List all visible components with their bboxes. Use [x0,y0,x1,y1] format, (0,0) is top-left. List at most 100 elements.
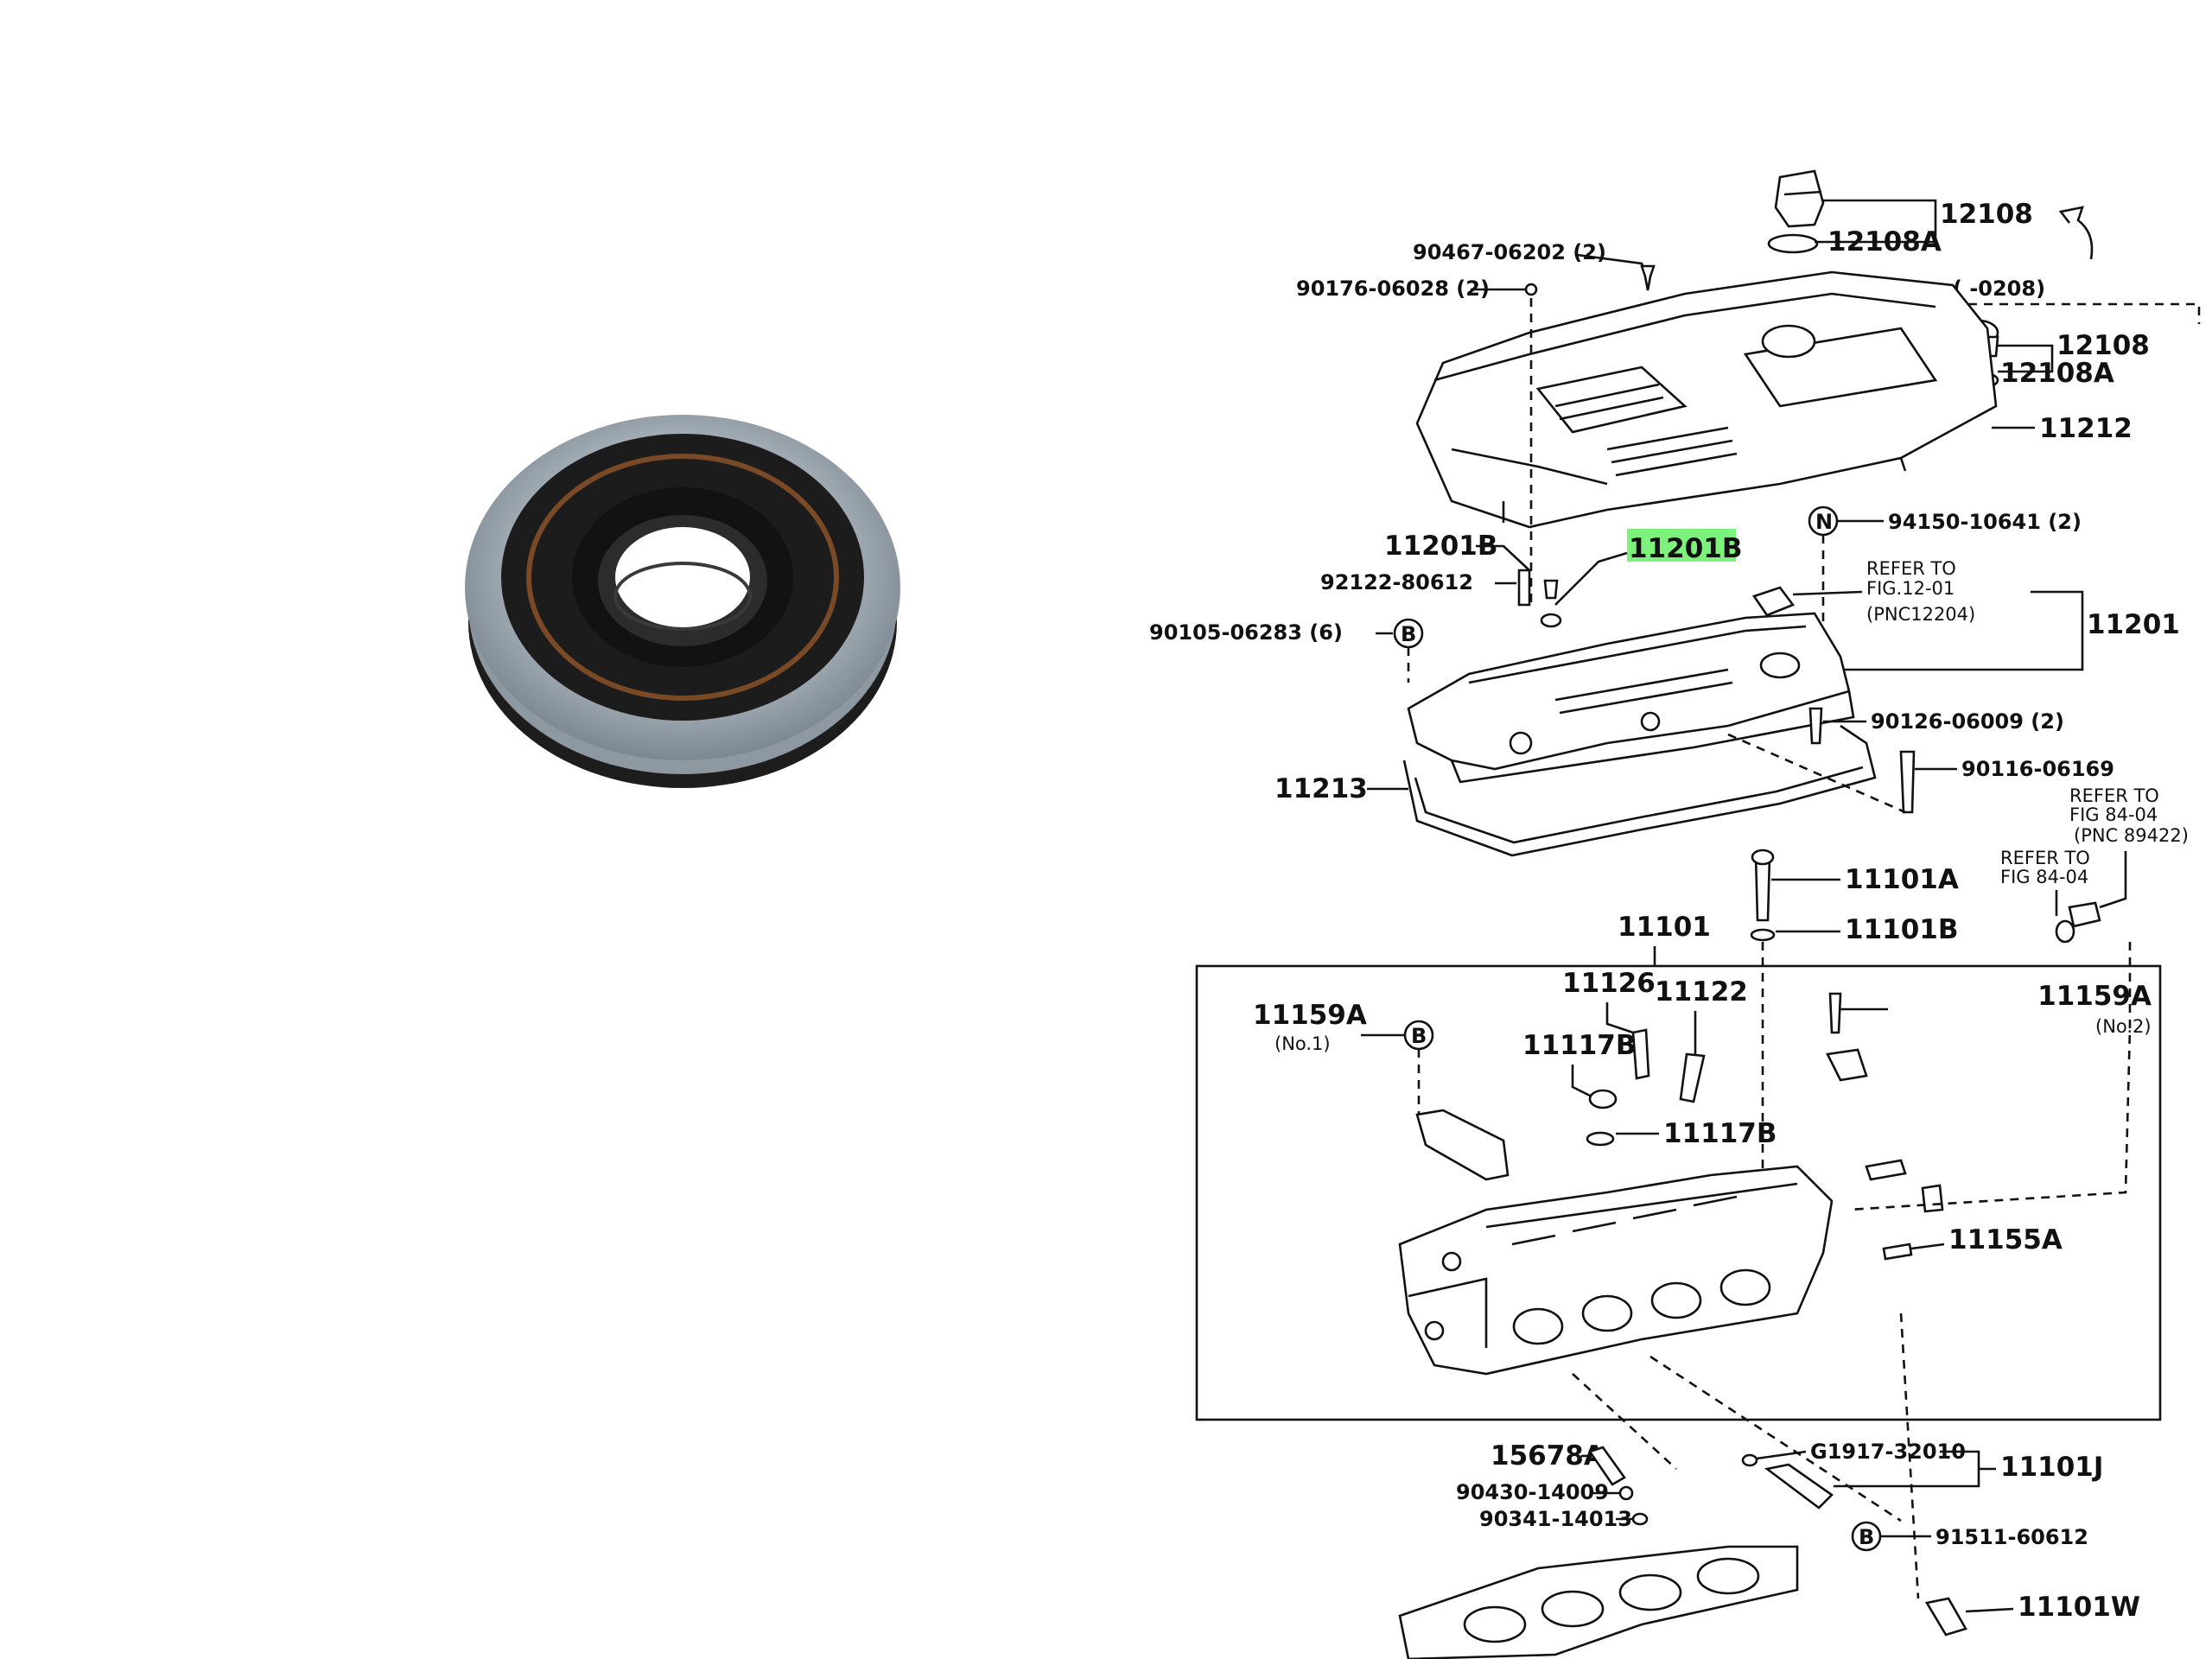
label-11101b: 11101B [1845,914,1958,945]
label-12108a-top: 12108A [1827,226,1942,257]
highlight-box [1627,529,1736,562]
label-90126: 90126-06009 (2) [1871,709,2064,734]
cylinder-head-box [1195,964,2162,1421]
label-11117b-top: 11117B [1522,1030,1636,1061]
leader-11201b-hl [1554,551,1628,606]
bracket-icon-no1 [1415,1109,1510,1181]
label-90430: 90430-14009 [1456,1480,1609,1504]
label-12108-top: 12108 [1940,199,2033,230]
stud-icon-90116 [1899,750,1916,814]
label-11117b-mid: 11117B [1663,1118,1777,1149]
label-11122: 11122 [1655,976,1748,1007]
range-note: ( -0208) [1953,276,2045,301]
label-11213: 11213 [1274,773,1368,804]
parts-diagram: 12108 12108A ( -0208) 12108 12108A 90467… [1149,169,2201,1659]
leader-12108-top [1815,199,1937,244]
washer-icon-90430 [1618,1485,1634,1501]
refer2-line-a: REFER TO [2069,785,2159,806]
washer-icon [1524,283,1538,296]
leader-11101j [1834,1450,1996,1488]
label-11126: 11126 [1562,968,1656,999]
label-12108-right: 12108 [2056,330,2150,361]
circle-b-2-text: B [1411,1024,1427,1048]
refer2-line-b: FIG 84-04 [2069,804,2158,825]
oil-seal-ring-icon [465,415,900,788]
leader-11201b-left [1476,544,1530,571]
circle-b-3-text: B [1859,1525,1874,1549]
part-icon-15678a [1587,1446,1626,1486]
plug-icon-90341 [1631,1512,1649,1526]
label-61917: G1917-32010 [1810,1440,1966,1464]
valve-guide-icon [1631,1028,1650,1080]
circle-n-text: N [1815,510,1833,534]
label-11159a-left: 11159A [1253,1000,1367,1031]
bolt-icon-90126 [1808,707,1823,745]
refer2-line-c: (PNC 89422) [2074,825,2189,846]
label-no1: (No.1) [1274,1033,1331,1054]
leader-12108-right [1998,344,2054,373]
sensor-icon [1751,586,1796,617]
bolt-head [1751,849,1775,866]
range-bracket [1951,302,2201,324]
sensor-icon-2 [2068,901,2101,928]
refer3-line-b: FIG 84-04 [2000,867,2088,887]
refer1-line-c: (PNC12204) [1866,604,1975,625]
dash-line-9 [1649,1355,1902,1522]
head-gasket-icon [1398,1545,1799,1659]
seal-washer-ring-icon [1540,613,1562,628]
refer1-line-a: REFER TO [1866,558,1956,579]
engine-cover-icon [1415,270,1998,529]
label-no2: (No.2) [2095,1016,2152,1037]
dash-line-8 [1572,1373,1677,1470]
washer-icon-11101b [1750,928,1776,942]
bracket-icon-no2 [1826,1048,1868,1082]
leader-refer [2055,851,2127,916]
label-90116: 90116-06169 [1961,757,2114,781]
label-11101: 11101 [1618,912,1711,943]
leader-11117b-top [1571,1065,1591,1097]
plug-icon [1588,1089,1618,1109]
leader-11126 [1605,1002,1634,1034]
arrow-icon [2058,206,2094,260]
pin-icon-3 [1882,1243,1913,1261]
dash-line-7 [1848,942,2132,1211]
leader-61917 [1756,1450,1807,1460]
label-11212: 11212 [2039,413,2133,444]
leader-11201 [1792,590,2084,671]
sensor-icon-11101j [1764,1463,1834,1510]
refer1-line-b: FIG.12-01 [1866,578,1955,599]
pin-icon [1865,1159,1907,1181]
leader-11155a [1910,1243,1945,1250]
label-11101a: 11101A [1845,864,1959,895]
screw-icon [1640,264,1656,291]
oring-icon [1741,1453,1758,1467]
circle-b-1-text: B [1401,622,1416,646]
dash-line-10 [1899,1313,1920,1599]
label-11201b-highlighted: 11201B [1629,533,1742,564]
label-11155a: 11155A [1948,1224,2063,1255]
dash-line-4 [1727,733,1906,814]
seal-washer-icon [1543,579,1559,600]
bolt-icon-no2 [1828,992,1842,1034]
oil-cap-top-icon [1767,169,1825,254]
label-91511: 91511-60612 [1936,1525,2088,1549]
cylinder-head-cover-icon [1407,612,1855,784]
label-11201: 11201 [2087,609,2180,640]
label-90341: 90341-14013 [1479,1507,1632,1531]
stud-icon [1517,569,1531,607]
cylinder-head-icon [1398,1165,1834,1376]
refer3-line-a: REFER TO [2000,848,2090,868]
sensor-ring-icon [2055,919,2075,944]
leader-11101w [1965,1607,2014,1613]
plug-icon-2 [1586,1131,1615,1147]
label-11159a-right: 11159A [2037,981,2152,1012]
label-12108a-right: 12108A [2000,358,2114,389]
gasket-inner [1414,766,1864,844]
product-photo [465,415,900,788]
label-90105: 90105-06283 (6) [1149,620,1343,645]
pin-icon-2 [1921,1184,1944,1213]
label-94150: 94150-10641 (2) [1888,510,2082,534]
label-11101w: 11101W [2018,1592,2140,1623]
label-90467: 90467-06202 (2) [1413,240,1606,264]
